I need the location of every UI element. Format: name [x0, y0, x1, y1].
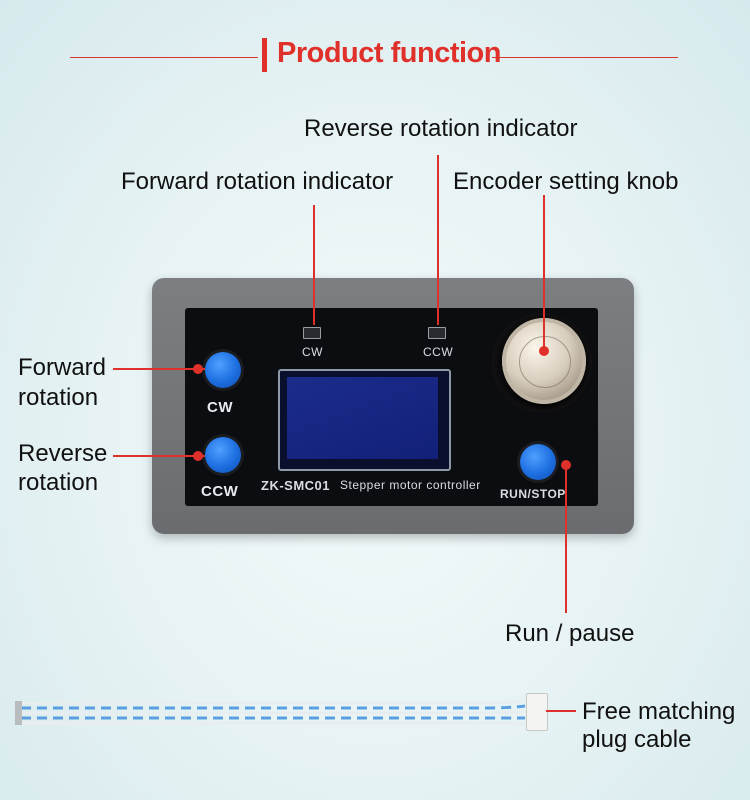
cable-connector — [526, 693, 548, 731]
device-description: Stepper motor controller — [340, 478, 481, 492]
encoder-knob-ring — [519, 336, 571, 388]
callout-dot-encoder-knob — [539, 346, 549, 356]
model-label: ZK-SMC01 — [261, 478, 331, 493]
header-accent-bar — [262, 38, 267, 72]
cw-indicator-label: CW — [302, 345, 323, 359]
callout-line-forward-rotation — [113, 368, 205, 370]
callout-dot-forward-rotation — [193, 364, 203, 374]
ccw-button-label: CCW — [201, 483, 239, 500]
callout-dot-reverse-rotation — [193, 451, 203, 461]
run-stop-label: RUN/STOP — [500, 487, 566, 501]
header-rule-right — [492, 57, 678, 58]
cw-button-label: CW — [207, 399, 233, 416]
ribbon-cable-graphic — [15, 698, 526, 726]
ribbon-cable — [15, 698, 530, 726]
ccw-indicator-label: CCW — [423, 345, 454, 359]
ccw-button[interactable] — [205, 437, 241, 473]
label-run-pause: Run / pause — [505, 620, 635, 647]
callout-line-forward-indicator — [313, 205, 315, 325]
run-stop-button[interactable] — [520, 444, 556, 480]
label-reverse-rotation-2: rotation — [18, 469, 99, 496]
page-title: Product function — [277, 37, 501, 69]
label-reverse-rotation-1: Reverse — [18, 440, 108, 467]
label-encoder-knob: Encoder setting knob — [453, 168, 679, 195]
label-forward-rotation-2: rotation — [18, 384, 99, 411]
label-cable-2: plug cable — [582, 726, 692, 753]
callout-line-encoder-knob — [543, 195, 545, 352]
callout-line-cable — [546, 710, 576, 712]
label-cable-1: Free matching — [582, 698, 736, 725]
header-rule-left — [70, 57, 258, 58]
callout-line-reverse-rotation — [113, 455, 205, 457]
cw-button[interactable] — [205, 352, 241, 388]
label-forward-indicator: Forward rotation indicator — [121, 168, 394, 195]
ccw-indicator-led — [428, 327, 446, 339]
lcd-screen — [287, 377, 438, 459]
label-forward-rotation-1: Forward — [18, 354, 107, 381]
callout-line-reverse-indicator — [437, 155, 439, 325]
cw-indicator-led — [303, 327, 321, 339]
label-reverse-indicator: Reverse rotation indicator — [304, 115, 578, 142]
callout-line-run-pause — [565, 465, 567, 613]
